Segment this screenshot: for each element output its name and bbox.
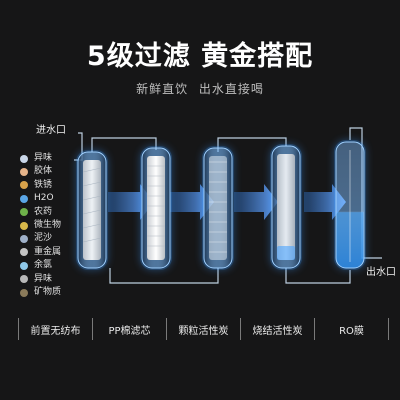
contaminant-icon — [20, 235, 28, 244]
outlet-pipe — [349, 127, 382, 259]
stage-divider — [92, 318, 93, 340]
stage-divider — [166, 318, 167, 340]
contaminant-item: 矿物质 — [20, 286, 61, 299]
page-title: 5级过滤 黄金搭配 — [86, 41, 314, 72]
contaminant-item: 泥沙 — [20, 232, 61, 245]
contaminant-item: 余氯 — [20, 259, 61, 272]
subtitle-part-1: 新鲜直饮 — [136, 82, 189, 96]
flow-arrow-3 — [234, 184, 278, 220]
contaminant-icon — [20, 221, 28, 230]
stage-label-row: 前置无纺布 PP棉滤芯 颗粒活性炭 烧结活性炭 RO膜 — [18, 316, 389, 342]
contaminant-label: 胶体 — [34, 166, 53, 177]
contaminant-item: 异味 — [20, 273, 61, 286]
filter-cartridge-4 — [270, 144, 302, 270]
contaminant-icon — [20, 194, 28, 203]
contaminant-label: 余氯 — [34, 260, 53, 271]
pipe-1-2 — [91, 137, 157, 152]
contaminant-label: 矿物质 — [34, 286, 62, 297]
stage-label-3: 颗粒活性炭 — [178, 325, 229, 337]
filter-cartridge-1 — [76, 150, 108, 270]
stage-label-1: 前置无纺布 — [30, 325, 81, 337]
inlet-label: 进水口 — [36, 125, 66, 136]
subtitle: 新鲜直饮 出水直接喝 — [0, 80, 400, 97]
contaminant-item: H2O — [20, 192, 61, 205]
stage-label-2: PP棉滤芯 — [108, 325, 151, 337]
contaminant-icon — [20, 288, 28, 297]
contaminant-label: H2O — [34, 193, 54, 204]
contaminant-item: 胶体 — [20, 165, 61, 178]
contaminant-icon — [20, 261, 28, 270]
contaminant-icon — [20, 181, 28, 190]
filter-cartridge-5 — [334, 140, 366, 270]
contaminant-label: 微生物 — [34, 219, 62, 230]
contaminant-item: 重金属 — [20, 246, 61, 259]
contaminant-icon — [20, 154, 28, 163]
contaminant-item: 微生物 — [20, 219, 61, 232]
contaminant-icon — [20, 248, 28, 257]
contaminant-label: 铁锈 — [34, 179, 53, 190]
contaminant-item: 农药 — [20, 206, 61, 219]
contaminant-label: 异味 — [34, 273, 53, 284]
stage-label-5: RO膜 — [339, 325, 364, 337]
contaminant-label: 重金属 — [34, 246, 62, 257]
filter-cartridge-2 — [140, 146, 172, 270]
pipe-2-3 — [109, 268, 219, 284]
pipe-3-4 — [217, 137, 287, 152]
outlet-label: 出水口 — [366, 267, 396, 278]
stage-label-4: 烧结活性炭 — [252, 325, 303, 337]
pipes — [74, 127, 382, 284]
contaminant-item: 异味 — [20, 152, 61, 165]
contaminant-icon — [20, 275, 28, 284]
contaminant-icon — [20, 168, 28, 177]
stage-divider — [240, 318, 241, 340]
contaminant-label: 泥沙 — [34, 233, 53, 244]
stage-divider — [18, 318, 19, 340]
subtitle-part-2: 出水直接喝 — [198, 82, 264, 96]
stage-divider — [388, 318, 389, 340]
stage-divider — [314, 318, 315, 340]
contaminant-label: 异味 — [34, 153, 53, 163]
contaminant-item: 铁锈 — [20, 179, 61, 192]
contaminant-label: 农药 — [34, 206, 53, 217]
contaminant-icon — [20, 208, 28, 217]
pipe-4-5 — [285, 268, 351, 284]
filter-cartridge-3 — [202, 146, 234, 270]
